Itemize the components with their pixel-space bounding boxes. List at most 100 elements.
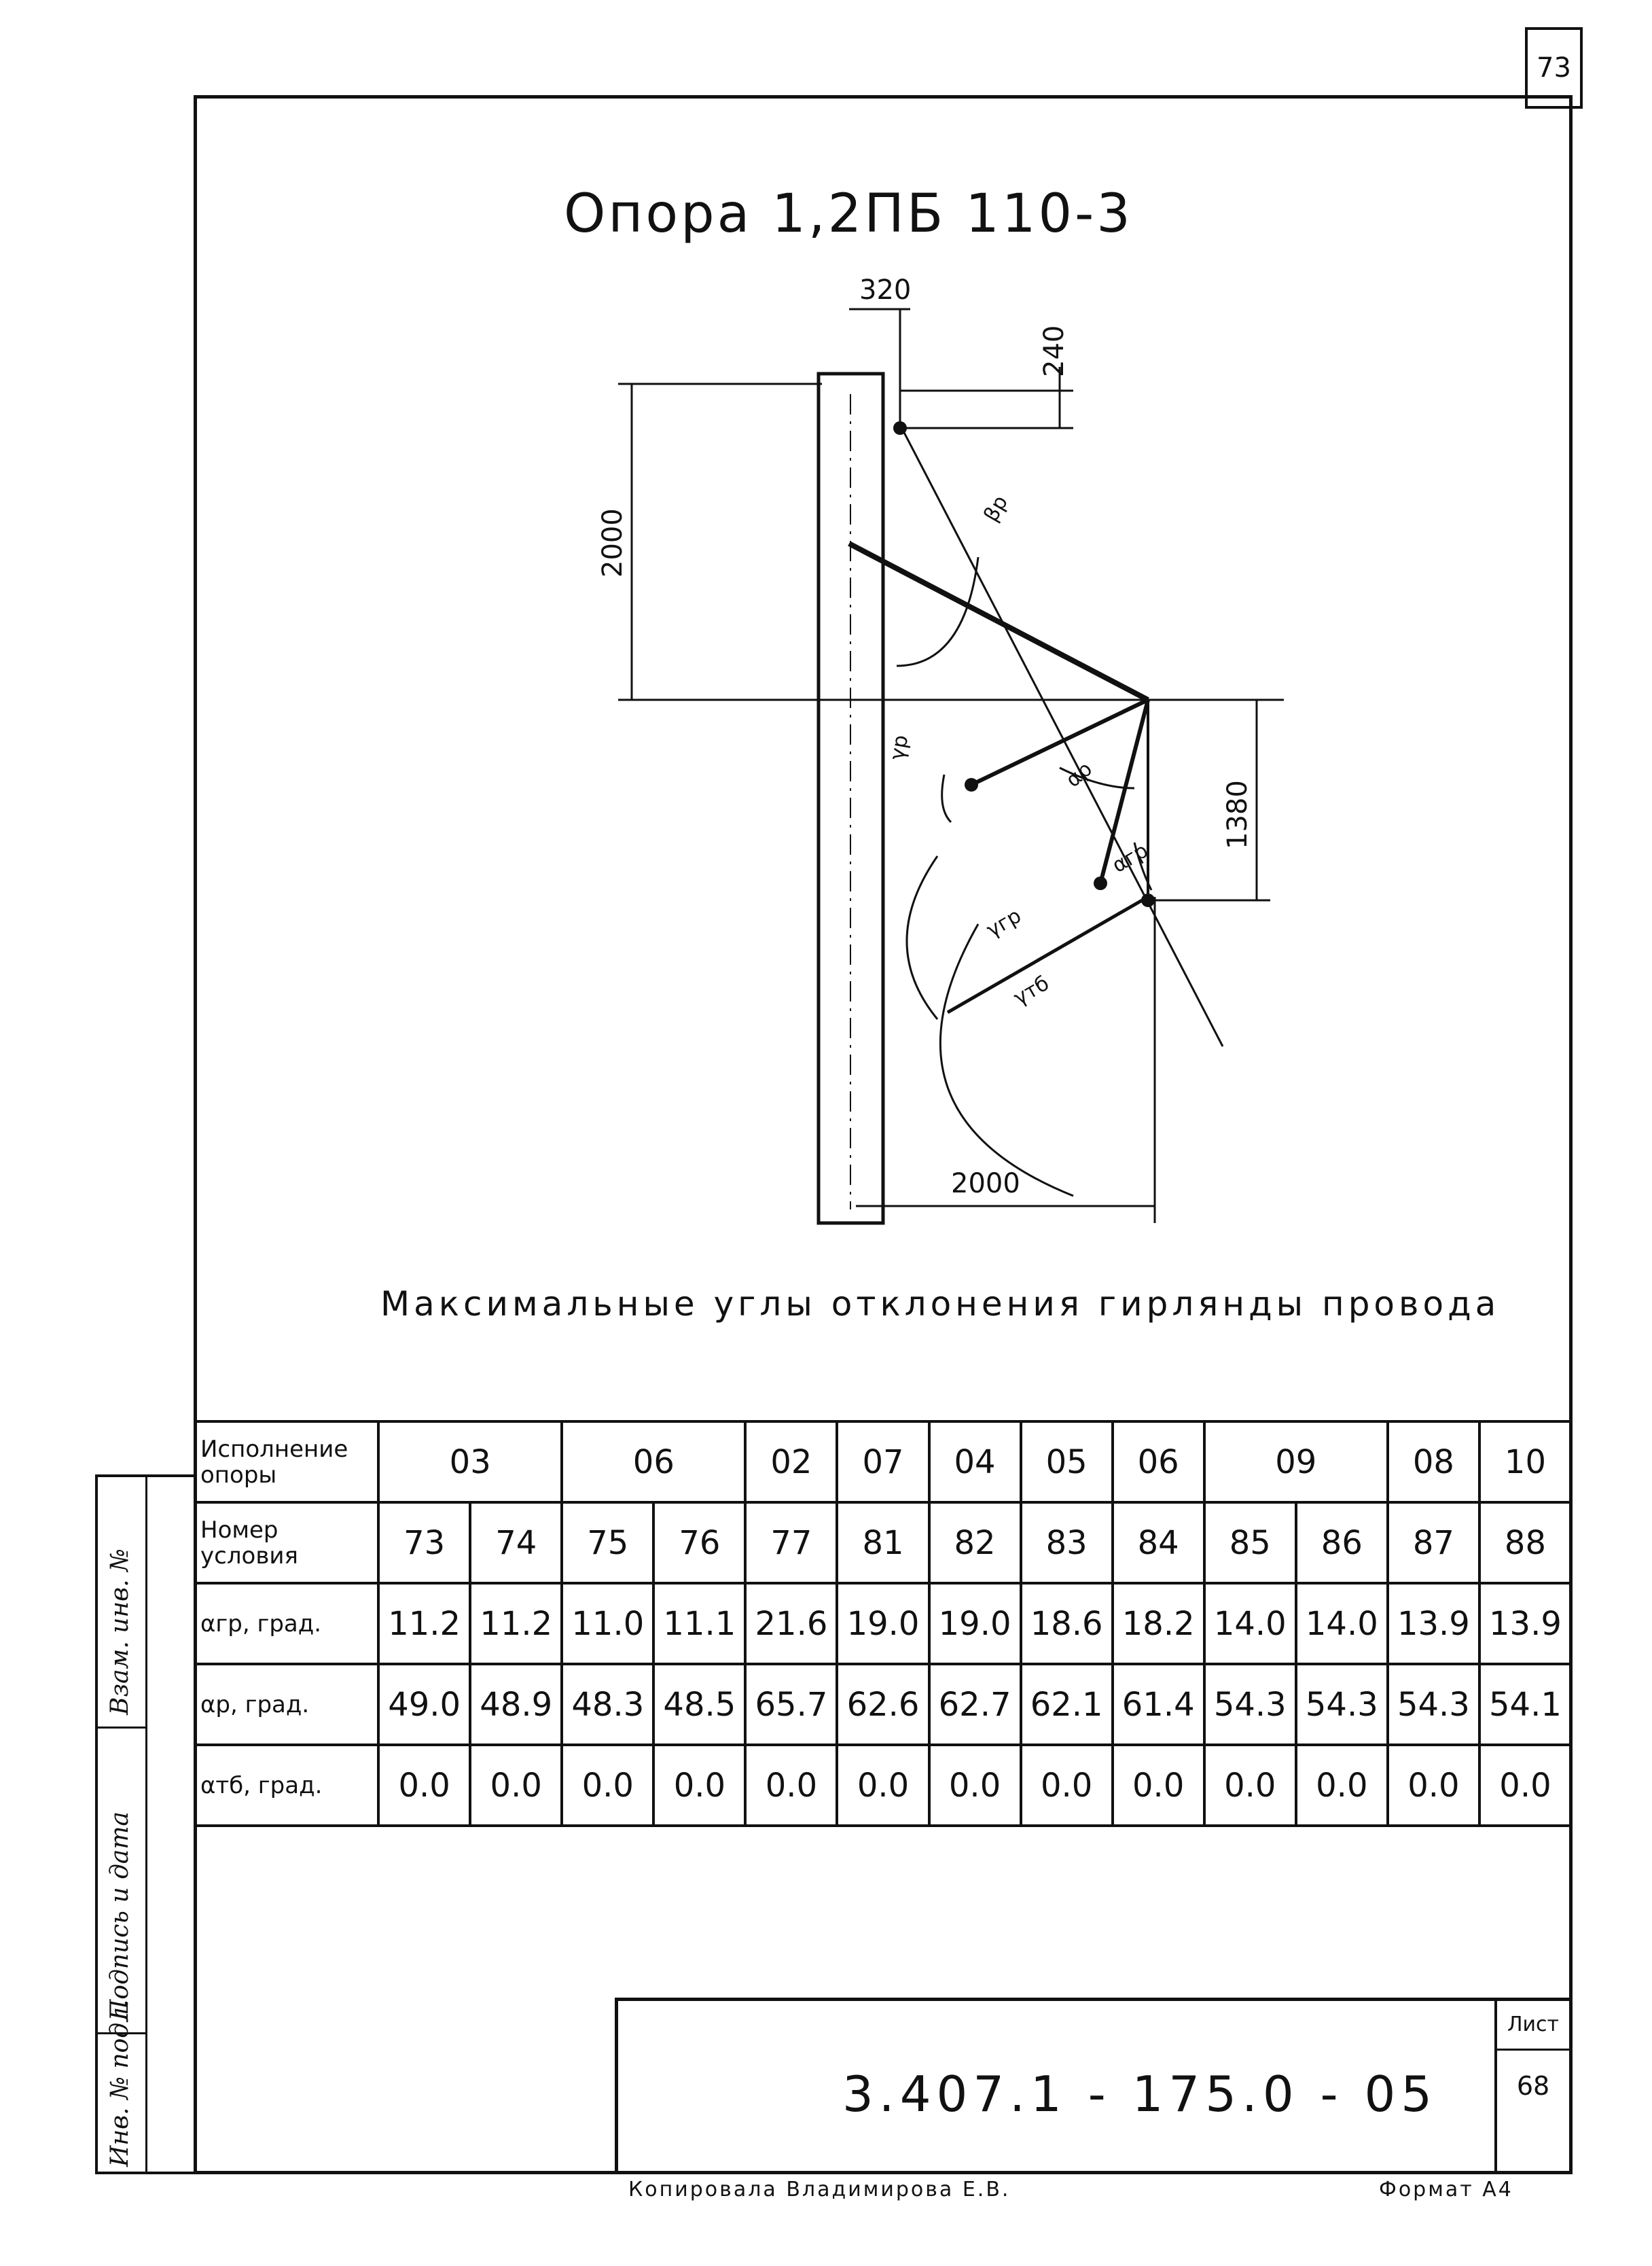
arc-gamma-r (941, 774, 952, 824)
value-cell: 0.0 (1111, 1743, 1206, 1827)
value-cell: 0.0 (1019, 1743, 1114, 1827)
condition-cell: 83 (1019, 1501, 1114, 1585)
table-caption: Максимальные углы отклонения гирлянды пр… (380, 1284, 1501, 1324)
value-cell: 0.0 (560, 1743, 656, 1827)
execution-cell: 08 (1386, 1420, 1481, 1504)
condition-cell: 74 (469, 1501, 564, 1585)
dim-2000-vertical-label: 2000 (597, 508, 628, 578)
side-label-signature: Подпись и дата (106, 1811, 134, 2021)
execution-cell: 06 (1111, 1420, 1206, 1504)
pole-outline (816, 372, 885, 1225)
execution-header: Исполнение опоры (193, 1420, 380, 1504)
value-cell: 62.7 (927, 1663, 1022, 1746)
format-note: Формат А4 (1379, 2178, 1513, 2201)
angle-label-gamma-gr: γгр (983, 904, 1026, 942)
value-cell: 18.6 (1019, 1582, 1114, 1665)
side-cell-replacement: Взам. инв. № (98, 1477, 145, 1729)
condition-cell: 75 (560, 1501, 656, 1585)
side-cell-signature: Подпись и дата (98, 1729, 145, 2034)
execution-cell: 06 (560, 1420, 747, 1504)
crossarm-upper (848, 541, 1149, 703)
arc-beta (896, 556, 980, 667)
execution-cell: 03 (377, 1420, 564, 1504)
value-cell: 54.1 (1477, 1663, 1573, 1746)
value-cell: 48.9 (469, 1663, 564, 1746)
value-cell: 0.0 (377, 1743, 472, 1827)
value-cell: 18.2 (1111, 1582, 1206, 1665)
wire-point-r (965, 778, 978, 792)
execution-cell: 05 (1019, 1420, 1114, 1504)
value-cell: 62.1 (1019, 1663, 1114, 1746)
condition-cell: 81 (836, 1501, 931, 1585)
page-title: Опора 1,2ПБ 110-3 (564, 183, 1133, 245)
copied-by-note: Копировала Владимирова Е.В. (628, 2178, 1011, 2201)
condition-cell: 84 (1111, 1501, 1206, 1585)
value-cell: 54.3 (1294, 1663, 1389, 1746)
angle-label-alpha-r: αр (1062, 757, 1097, 792)
condition-cell: 73 (377, 1501, 472, 1585)
condition-cell: 77 (744, 1501, 839, 1585)
pole-drawing: 320 240 2000 1380 2000 βр γр αр αгр γгр … (597, 275, 1284, 1225)
value-cell: 0.0 (1386, 1743, 1481, 1827)
sheet-label: Лист (1497, 2001, 1569, 2051)
string-deflected (946, 895, 1149, 1014)
condition-cell: 88 (1477, 1501, 1573, 1585)
insulator-string (1098, 699, 1150, 884)
value-cell: 21.6 (744, 1582, 839, 1665)
value-cell: 61.4 (1111, 1663, 1206, 1746)
value-cell: 48.3 (560, 1663, 656, 1746)
sheet-box: Лист 68 (1494, 2001, 1569, 2171)
dim-1380-label: 1380 (1222, 780, 1253, 849)
wire-swing (970, 698, 1149, 787)
dim-240-label: 240 (1039, 325, 1070, 377)
execution-cell: 07 (836, 1420, 931, 1504)
angle-label-beta-r: βр (980, 491, 1013, 526)
execution-cell: 10 (1477, 1420, 1573, 1504)
sheet-number: 68 (1516, 2071, 1550, 2101)
alpha-tb-header: αтб, град. (193, 1743, 380, 1827)
value-cell: 0.0 (469, 1743, 564, 1827)
wire-point-gr (1094, 877, 1107, 890)
angle-label-gamma-r: γр (885, 733, 913, 762)
side-strip-divider (145, 1477, 147, 2174)
dim-2000-horizontal-label: 2000 (951, 1168, 1020, 1199)
value-cell: 13.9 (1386, 1582, 1481, 1665)
condition-cell: 87 (1386, 1501, 1481, 1585)
side-label-replacement: Взам. инв. № (106, 1548, 134, 1715)
execution-cell: 04 (927, 1420, 1022, 1504)
execution-cell: 02 (744, 1420, 839, 1504)
arc-gamma-gr (905, 855, 939, 1020)
condition-cell: 86 (1294, 1501, 1389, 1585)
value-cell: 0.0 (652, 1743, 747, 1827)
document-code: 3.407.1 - 175.0 - 05 (842, 2066, 1438, 2123)
value-cell: 11.0 (560, 1582, 656, 1665)
sheet-corner-number: 73 (1525, 27, 1583, 109)
value-cell: 11.2 (377, 1582, 472, 1665)
value-cell: 48.5 (652, 1663, 747, 1746)
value-cell: 0.0 (744, 1743, 839, 1827)
value-cell: 65.7 (744, 1663, 839, 1746)
alpha-gr-header: αгр, град. (193, 1582, 380, 1665)
angle-label-gamma-tb: γтб (1010, 972, 1054, 1010)
value-cell: 0.0 (1202, 1743, 1297, 1827)
condition-cell: 82 (927, 1501, 1022, 1585)
side-label-inventory: Инв. № подл. (106, 1999, 134, 2167)
value-cell: 62.6 (836, 1663, 931, 1746)
guy-line (899, 424, 1224, 1047)
value-cell: 54.3 (1202, 1663, 1297, 1746)
value-cell: 0.0 (927, 1743, 1022, 1827)
side-cell-inventory: Инв. № подл. (98, 2000, 145, 2174)
wire-point-tb (1141, 893, 1155, 907)
value-cell: 13.9 (1477, 1582, 1573, 1665)
title-block: 3.407.1 - 175.0 - 05 Лист 68 (615, 1998, 1573, 2174)
alpha-r-header: αр, град. (193, 1663, 380, 1746)
condition-header: Номер условия (193, 1501, 380, 1585)
side-strip: Взам. инв. № Подпись и дата Инв. № подл. (95, 1474, 197, 2174)
value-cell: 0.0 (1477, 1743, 1573, 1827)
